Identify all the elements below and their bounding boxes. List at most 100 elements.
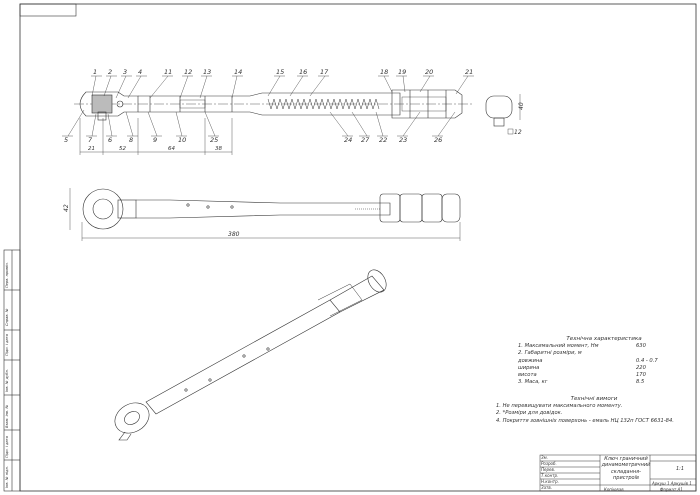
callout-top-11: 11: [164, 68, 172, 76]
spec-value: 8.5: [636, 379, 645, 386]
spec-row: ширина 220: [518, 365, 690, 372]
callout-top-13: 13: [203, 68, 211, 76]
callout-bottom-24: 24: [344, 136, 352, 144]
title-block-name: Ключ граничний динамометричний складання…: [601, 456, 651, 482]
callout-bottom-10: 10: [178, 136, 186, 144]
title-name-line3: складання-пристроїв: [611, 468, 641, 482]
end-view-square: 12: [514, 129, 522, 136]
side-stamp-label: Взам. інв. №: [5, 404, 9, 428]
tech-specs-title: Технічна характеристика: [566, 336, 642, 342]
callout-bottom-26: 26: [434, 136, 442, 144]
callout-top-18: 18: [380, 68, 388, 76]
callout-top-20: 20: [425, 68, 433, 76]
title-block-sheet: Аркуш 1 Аркушів 1: [652, 481, 692, 486]
isometric-view: [114, 269, 387, 441]
side-stamp-label: Справ. №: [5, 308, 9, 326]
callout-top-1: 1: [93, 68, 97, 76]
callouts-bottom: 5 7 6 8 9 10 25 24 27 22 23 26: [62, 135, 443, 144]
title-block-row-label: Затв.: [541, 485, 552, 490]
tech-specs-rows: 1. Максимальний момент, Нм 630 2. Габаритн…: [518, 343, 690, 386]
spec-row: довжина 0.4 - 0.7: [518, 358, 690, 365]
side-stamp-label: Підп. і дата: [5, 334, 9, 356]
callout-top-16: 16: [299, 68, 307, 76]
title-block-row-label: Перев.: [541, 467, 556, 472]
spec-value: 220: [636, 364, 646, 371]
dimension-64: 64: [168, 146, 175, 152]
top-leaders: [91, 75, 469, 99]
title-block-left: Зм.Розроб.Перев.Т.контр.Н.контр.Затв.: [541, 455, 599, 491]
title-name-line1: Ключ граничний: [604, 456, 648, 462]
callout-bottom-22: 22: [379, 136, 387, 144]
spec-label: 2. Габаритні розміри, м: [518, 350, 582, 357]
spec-value: 170: [636, 372, 646, 379]
callout-top-2: 2: [108, 68, 112, 76]
callout-bottom-27: 27: [361, 136, 370, 144]
side-stamp-label: Перв. примін.: [5, 262, 9, 288]
dimensions: 21 52 64 38: [88, 146, 222, 152]
spec-value: 0.4 - 0.7: [636, 357, 658, 364]
callout-bottom-7: 7: [88, 136, 93, 144]
title-block-row-label: Т.контр.: [541, 473, 559, 478]
title-block: [539, 454, 697, 492]
callout-bottom-9: 9: [153, 136, 157, 144]
callout-top-19: 19: [398, 68, 406, 76]
tech-requirements: Технічні вимоги 1. Не перевищувати макси…: [496, 396, 692, 425]
callout-top-4: 4: [138, 68, 142, 76]
side-view: [69, 188, 461, 241]
callout-bottom-8: 8: [129, 136, 133, 144]
requirement-item: 2. *Розміри для довідок.: [496, 410, 563, 417]
spec-row: 3. Маса, кг 8.5: [518, 379, 690, 386]
spec-label: 3. Маса, кг: [518, 379, 548, 386]
spec-label: довжина: [518, 357, 543, 364]
spec-value: 630: [636, 343, 646, 350]
dimension-52: 52: [119, 146, 126, 152]
side-stamp-label: Підп. і дата: [5, 436, 9, 458]
section-view: [74, 89, 472, 121]
sheet-frame: [19, 3, 697, 492]
callout-bottom-6: 6: [108, 136, 112, 144]
callout-top-12: 12: [184, 68, 192, 76]
end-view-height: 40: [518, 102, 525, 110]
end-view: [485, 94, 521, 135]
tech-req-items: 1. Не перевищувати максимального моменту…: [496, 403, 692, 425]
callout-bottom-23: 23: [399, 136, 407, 144]
requirement-item: 1. Не перевищувати максимального моменту…: [496, 403, 623, 410]
callout-top-17: 17: [320, 68, 329, 76]
spec-row: висота 170: [518, 372, 690, 379]
title-block-copied: Копіював: [604, 487, 624, 492]
title-block-row-label: Зм.: [541, 455, 548, 460]
dim-lines: [79, 118, 233, 155]
callout-top-21: 21: [465, 68, 473, 76]
side-view-height: 42: [63, 204, 70, 212]
side-stamp-label: Інв. № підл.: [5, 466, 9, 488]
requirement-item: 4. Покриття зовнішніх поверхонь - емаль …: [496, 417, 674, 424]
tech-req-title: Технічні вимоги: [570, 396, 618, 402]
title-block-left-rows: Зм.Розроб.Перев.Т.контр.Н.контр.Затв.: [541, 455, 599, 491]
spec-row: 2. Габаритні розміри, м: [518, 350, 690, 357]
spec-label: 1. Максимальний момент, Нм: [518, 343, 599, 350]
title-name-line2: динамометричний: [601, 462, 651, 469]
title-block-format: Формат А1: [660, 487, 683, 492]
spec-row: 1. Максимальний момент, Нм 630: [518, 343, 690, 350]
callout-top-3: 3: [123, 68, 127, 76]
dimension-38: 38: [215, 146, 222, 152]
callout-bottom-25: 25: [210, 136, 218, 144]
title-block-scale: 1:1: [676, 466, 685, 472]
bottom-leaders: [67, 109, 456, 137]
spring: [267, 98, 380, 110]
spec-label: висота: [518, 372, 537, 379]
side-view-length: 380: [228, 231, 240, 238]
title-block-row-label: Н.контр.: [541, 479, 559, 484]
callout-bottom-5: 5: [64, 136, 68, 144]
dimension-21: 21: [88, 146, 95, 152]
top-left-stamp: [19, 3, 77, 17]
callout-top-15: 15: [276, 68, 284, 76]
side-stamp-label: Інв. № дубл.: [5, 369, 9, 392]
callout-top-14: 14: [234, 68, 242, 76]
tech-specs: Технічна характеристика 1. Максимальний …: [518, 336, 690, 386]
spec-label: ширина: [518, 364, 540, 371]
title-block-row-label: Розроб.: [541, 461, 557, 466]
